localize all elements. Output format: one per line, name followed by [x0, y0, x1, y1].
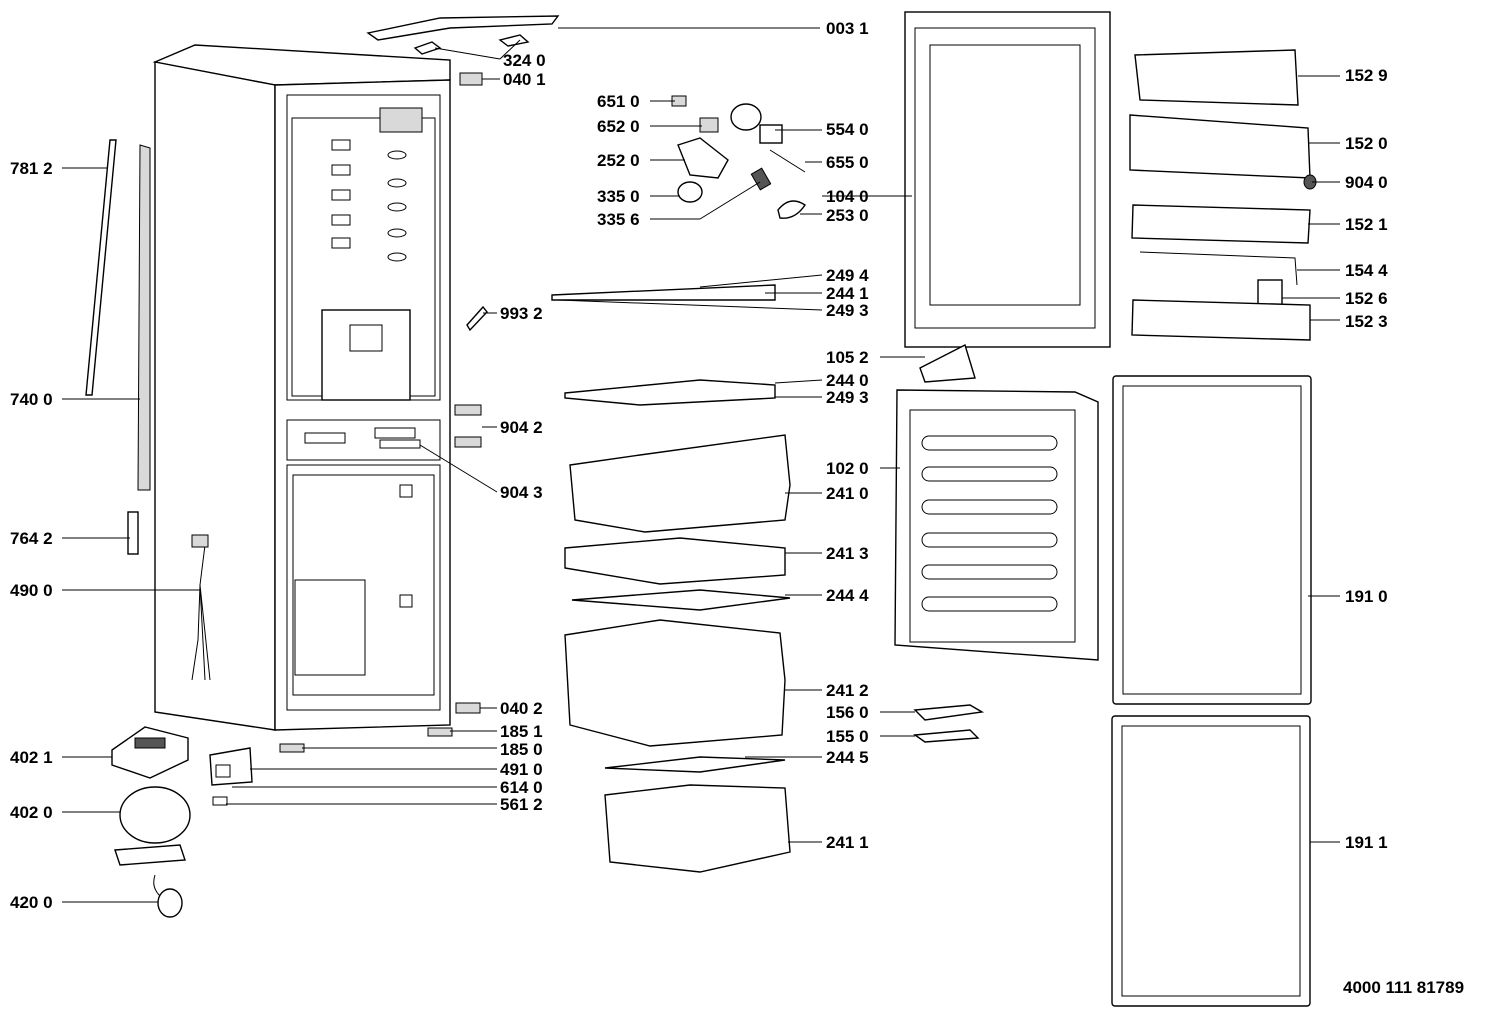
- callout-420-0: 420 0: [10, 893, 53, 912]
- callout-155-0: 155 0: [826, 727, 869, 746]
- callout-241-3: 241 3: [826, 544, 869, 563]
- callout-labels: 003 1 324 0 040 1 651 0 652 0 252 0 335 …: [10, 19, 1464, 997]
- callout-904-0: 904 0: [1345, 173, 1388, 192]
- callout-156-0: 156 0: [826, 703, 869, 722]
- callout-764-2: 764 2: [10, 529, 53, 548]
- callout-241-2: 241 2: [826, 681, 869, 700]
- callout-185-1: 185 1: [500, 722, 543, 741]
- callout-040-1: 040 1: [503, 70, 546, 89]
- callout-781-2: 781 2: [10, 159, 53, 178]
- callout-335-6: 335 6: [597, 210, 640, 229]
- cabinet-body: [152, 44, 451, 731]
- callout-241-0: 241 0: [826, 484, 869, 503]
- drawing-code: 4000 111 81789: [1343, 978, 1464, 997]
- callout-554-0: 554 0: [826, 120, 869, 139]
- callout-244-1: 244 1: [826, 284, 869, 303]
- callout-904-3: 904 3: [500, 483, 543, 502]
- callout-490-0: 490 0: [10, 581, 53, 600]
- callout-154-4: 154 4: [1345, 261, 1388, 280]
- callout-561-2: 561 2: [500, 795, 543, 814]
- callout-152-6: 152 6: [1345, 289, 1388, 308]
- callout-402-1: 402 1: [10, 748, 53, 767]
- callout-040-2: 040 2: [500, 699, 543, 718]
- callout-614-0: 614 0: [500, 778, 543, 797]
- callout-402-0: 402 0: [10, 803, 53, 822]
- callout-104-0: 104 0: [826, 187, 869, 206]
- callout-249-3-upper: 249 3: [826, 301, 869, 320]
- leader-lines: [62, 27, 1340, 903]
- callout-003-1: 003 1: [826, 19, 869, 38]
- callout-651-0: 651 0: [597, 92, 640, 111]
- callout-102-0: 102 0: [826, 459, 869, 478]
- callout-253-0: 253 0: [826, 206, 869, 225]
- callout-904-2: 904 2: [500, 418, 543, 437]
- callout-740-0: 740 0: [10, 390, 53, 409]
- callout-244-0: 244 0: [826, 371, 869, 390]
- callout-191-0: 191 0: [1345, 587, 1388, 606]
- callout-244-4: 244 4: [826, 586, 869, 605]
- callout-244-5: 244 5: [826, 748, 869, 767]
- callout-241-1: 241 1: [826, 833, 869, 852]
- callout-252-0: 252 0: [597, 151, 640, 170]
- callout-152-1: 152 1: [1345, 215, 1388, 234]
- callout-655-0: 655 0: [826, 153, 869, 172]
- callout-652-0: 652 0: [597, 117, 640, 136]
- callout-491-0: 491 0: [500, 760, 543, 779]
- callout-993-2: 993 2: [500, 304, 543, 323]
- callout-249-4: 249 4: [826, 266, 869, 285]
- callout-249-3-lower: 249 3: [826, 388, 869, 407]
- callout-335-0: 335 0: [597, 187, 640, 206]
- callout-152-3: 152 3: [1345, 312, 1388, 331]
- callout-152-9: 152 9: [1345, 66, 1388, 85]
- callout-185-0: 185 0: [500, 740, 543, 759]
- callout-191-1: 191 1: [1345, 833, 1388, 852]
- callout-324-0: 324 0: [503, 51, 546, 70]
- callout-152-0: 152 0: [1345, 134, 1388, 153]
- callout-105-2: 105 2: [826, 348, 869, 367]
